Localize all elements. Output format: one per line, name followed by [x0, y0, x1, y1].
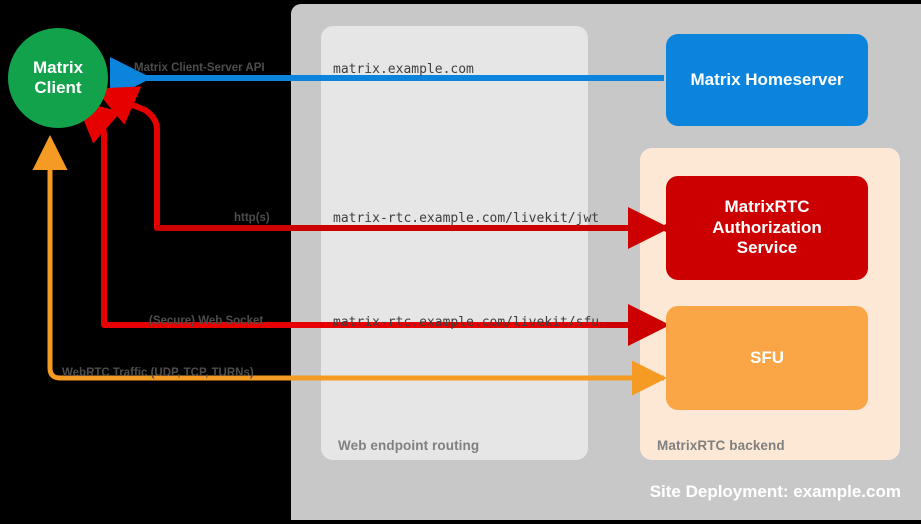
node-auth-line1: MatrixRTC: [724, 197, 810, 217]
node-matrix-client[interactable]: Matrix Client: [8, 28, 108, 128]
endpoint-label-livekit-sfu: matrix-rtc.example.com/livekit/sfu: [333, 315, 600, 330]
edge-label-webrtc-traffic: WebRTC Traffic (UDP, TCP, TURNs): [62, 367, 254, 379]
node-matrix-client-line2: Client: [34, 78, 82, 97]
web-endpoint-routing-panel: [321, 26, 588, 460]
label-matrixrtc-backend: MatrixRTC backend: [657, 438, 785, 453]
node-matrix-client-line1: Matrix: [32, 57, 84, 77]
node-matrix-homeserver-label: Matrix Homeserver: [690, 69, 844, 89]
edge-http-jwt: [94, 86, 700, 249]
label-web-endpoint-routing: Web endpoint routing: [338, 438, 480, 453]
endpoint-label-matrix-example-com: matrix.example.com: [333, 62, 474, 77]
node-matrix-homeserver[interactable]: Matrix Homeserver: [666, 34, 868, 126]
node-sfu[interactable]: SFU: [666, 306, 868, 410]
edge-label-http: http(s): [234, 212, 270, 224]
endpoint-label-livekit-jwt: matrix-rtc.example.com/livekit/jwt: [333, 211, 600, 226]
node-matrixrtc-authorization-service[interactable]: MatrixRTC Authorization Service: [666, 176, 868, 280]
edge-webrtc-traffic: [32, 135, 667, 396]
label-site-deployment: Site Deployment: example.com: [649, 482, 901, 501]
node-auth-line3: Service: [736, 238, 798, 258]
edge-label-secure-websocket: (Secure) Web Socket: [149, 315, 264, 327]
node-sfu-label: SFU: [750, 347, 784, 367]
node-auth-line2: Authorization: [712, 217, 822, 237]
edge-label-matrix-client-server-api: Matrix Client-Server API: [134, 62, 265, 74]
